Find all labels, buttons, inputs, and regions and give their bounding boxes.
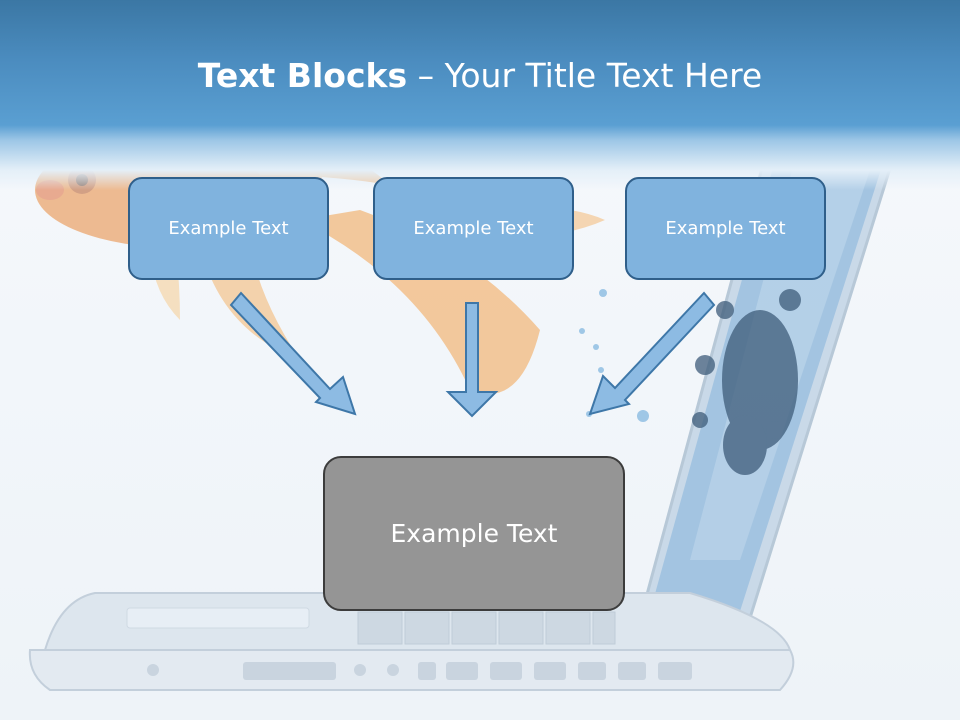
arrow-down-icon — [445, 302, 499, 418]
title-rest: Your Title Text Here — [444, 56, 763, 95]
bubbles — [579, 289, 649, 422]
arrow-diagonal-down-left-icon — [588, 291, 716, 416]
text-block-top-center[interactable]: Example Text — [373, 177, 574, 280]
water-splash — [692, 289, 801, 475]
text-block-bottom[interactable]: Example Text — [323, 456, 625, 611]
slide-title: Text Blocks – Your Title Text Here — [0, 52, 960, 100]
title-separator: – — [407, 56, 445, 95]
text-block-top-right[interactable]: Example Text — [625, 177, 826, 280]
arrow-diagonal-down-right-icon — [229, 291, 357, 416]
text-block-top-left[interactable]: Example Text — [128, 177, 329, 280]
title-bar — [0, 0, 960, 190]
title-bold: Text Blocks — [197, 56, 408, 95]
